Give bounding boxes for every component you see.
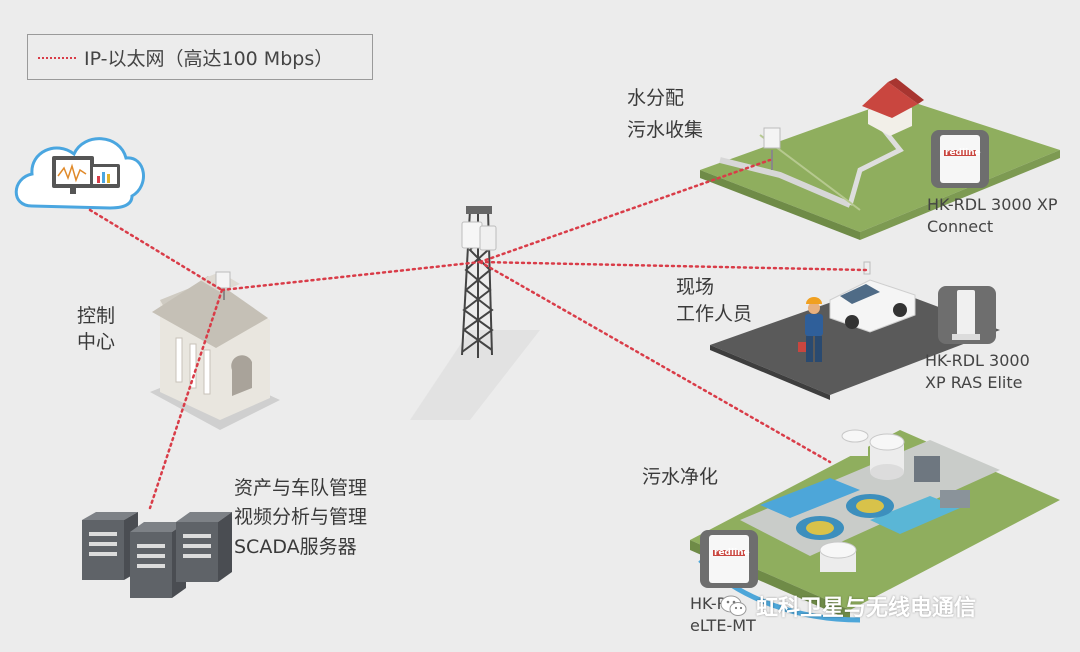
control-center-label-2: 中心 bbox=[77, 331, 116, 353]
tower-radio-units bbox=[461, 221, 497, 251]
purification-label: 污水净化 bbox=[642, 466, 719, 488]
product-connect-line1: HK-RDL 3000 XP bbox=[927, 195, 1058, 214]
control-center-label-1: 控制 bbox=[77, 305, 116, 327]
sewage-collection-label: 污水收集 bbox=[627, 119, 704, 141]
ethernet-links bbox=[88, 158, 868, 510]
legend-label: IP-以太网（高达100 Mbps） bbox=[84, 48, 334, 70]
wechat-icon bbox=[720, 595, 747, 616]
product-ras-line2: XP RAS Elite bbox=[925, 373, 1023, 392]
server-function-1: 资产与车队管理 bbox=[234, 477, 368, 499]
field-label-2: 工作人员 bbox=[676, 303, 753, 325]
water-distribution-label: 水分配 bbox=[627, 87, 685, 109]
device-icon-ras-elite bbox=[938, 286, 996, 344]
product-elte-line1: HK-R bbox=[690, 594, 728, 613]
server-function-3: SCADA服务器 bbox=[234, 536, 357, 558]
server-function-2: 视频分析与管理 bbox=[234, 506, 368, 528]
device-icon-elte bbox=[700, 530, 758, 588]
device-brand-connect: redline bbox=[945, 148, 981, 158]
device-brand-elte: redline bbox=[714, 548, 750, 558]
control-center-building bbox=[150, 271, 280, 430]
device-icon-connect bbox=[931, 130, 989, 188]
product-ras-line1: HK-RDL 3000 bbox=[925, 351, 1030, 370]
product-connect-line2: Connect bbox=[927, 217, 994, 236]
purification-plant bbox=[690, 429, 1060, 623]
legend: IP-以太网（高达100 Mbps） bbox=[27, 34, 373, 80]
field-worker-site bbox=[710, 261, 1000, 400]
water-distribution-site bbox=[700, 78, 1060, 240]
product-elte-line2: eLTE-MT bbox=[690, 616, 756, 635]
watermark-text: 虹科卫星与无线电通信 bbox=[756, 596, 977, 621]
cloud-icon bbox=[14, 137, 145, 210]
field-label-1: 现场 bbox=[676, 276, 715, 298]
legend-dotted-line bbox=[38, 57, 76, 59]
watermark: 虹科卫星与无线电通信 bbox=[720, 590, 976, 622]
server-rack-icons bbox=[82, 512, 232, 598]
